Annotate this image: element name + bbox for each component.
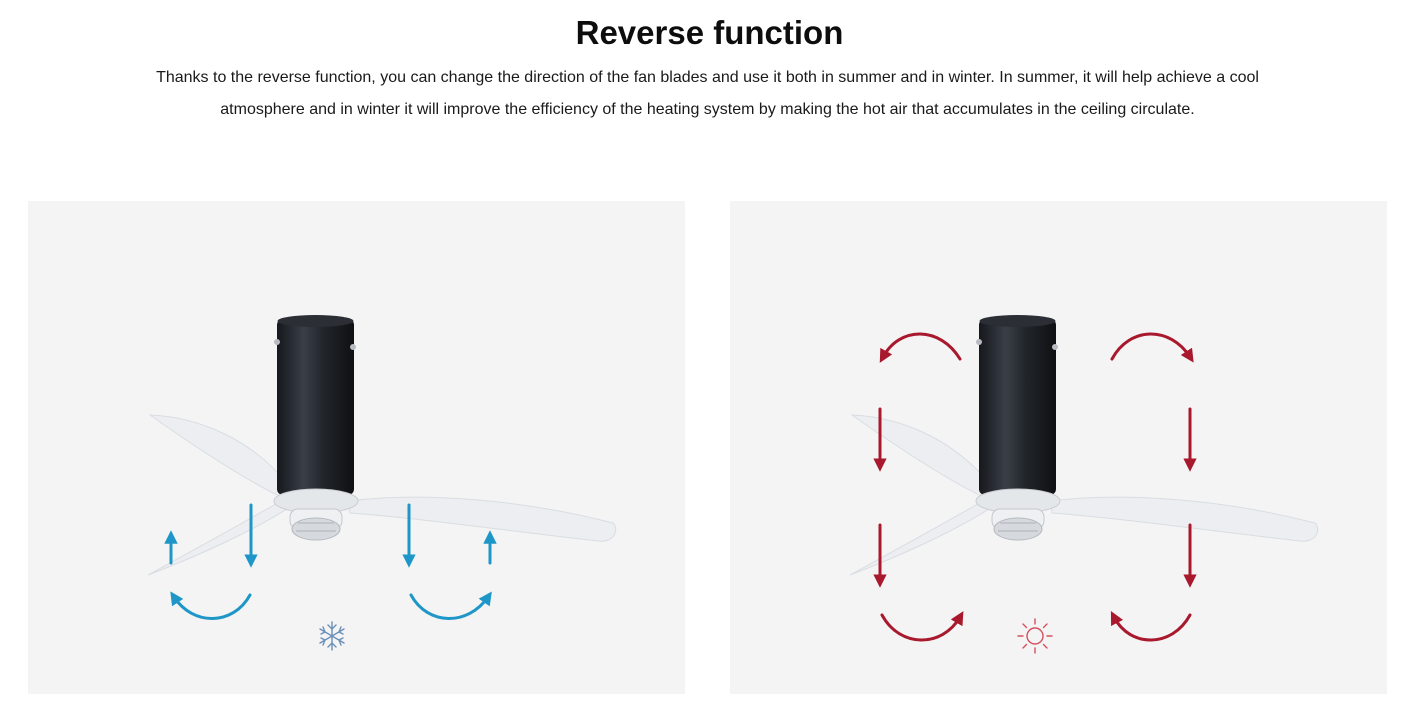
ceiling-fan-image	[147, 315, 617, 576]
winter-fan-illustration	[849, 315, 1319, 654]
sun-icon	[1017, 618, 1053, 654]
airflow-arrows	[873, 332, 1197, 642]
description-text: Thanks to the reverse function, you can …	[156, 69, 1259, 118]
curved-arrow-icon	[409, 591, 492, 620]
ceiling-fan-image	[849, 315, 1319, 576]
airflow-arrows	[164, 503, 497, 620]
snowflake-icon	[319, 621, 345, 651]
summer-fan-illustration	[147, 315, 617, 651]
curved-arrow-icon	[1110, 611, 1192, 642]
curved-arrow-icon	[170, 591, 252, 620]
curved-arrow-icon	[1110, 332, 1194, 363]
curved-arrow-icon	[880, 611, 964, 642]
winter-mode-panel	[730, 201, 1387, 694]
curved-arrow-icon	[879, 332, 962, 363]
page-title: Reverse function	[575, 14, 844, 51]
summer-mode-panel	[28, 201, 685, 694]
